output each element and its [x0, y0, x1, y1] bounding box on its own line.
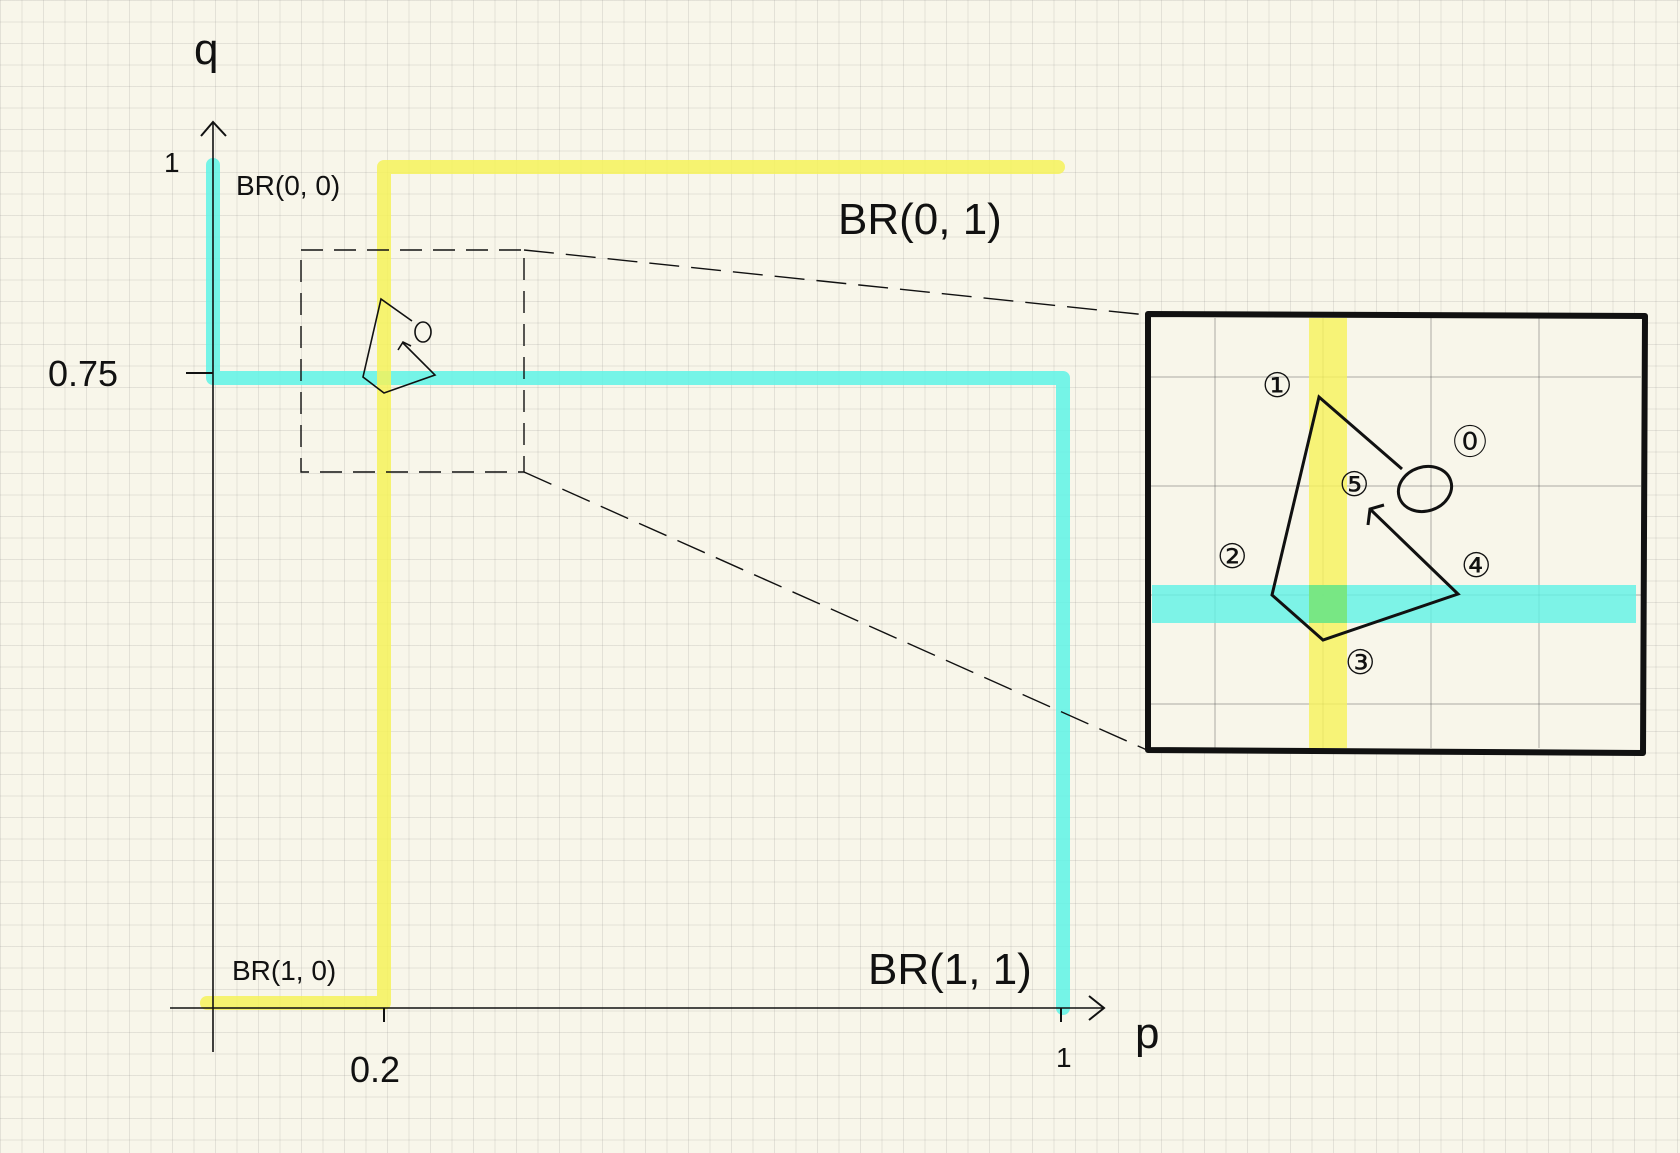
zoom-connector-bottom [523, 471, 1148, 751]
zoom-trajectory [1270, 394, 1461, 642]
small-trajectory-arrowhead [397, 340, 412, 351]
cyan-best-response-line [206, 158, 1070, 1015]
region-label-br00: BR(0, 0) [236, 170, 340, 201]
zoom-start-ellipse [1396, 464, 1454, 514]
small-start-ellipse [414, 321, 432, 343]
zoom-inset-frame [1145, 311, 1648, 756]
marker-0: ⓪ [1453, 423, 1487, 463]
x-tick-label-1: 1 [1056, 1042, 1072, 1073]
x-axis-arrow [1088, 995, 1106, 1021]
marker-2: ② [1217, 537, 1247, 577]
y-tick-label-075: 0.75 [48, 353, 118, 394]
region-label-br10: BR(1, 0) [232, 955, 336, 986]
y-axis-label: q [194, 25, 218, 74]
zoom-connector-top [523, 249, 1148, 316]
zoom-trajectory-path [1270, 394, 1461, 642]
zoom-overlap-patch [1309, 585, 1347, 623]
small-trajectory-path [362, 297, 437, 394]
marker-1: ① [1262, 366, 1292, 406]
zoom-source-box [300, 249, 525, 473]
small-trajectory [362, 297, 437, 394]
region-label-br01: BR(0, 1) [838, 195, 1002, 244]
y-axis-arrow [200, 120, 227, 137]
region-label-br11: BR(1, 1) [868, 945, 1032, 994]
x-tick-label-02: 0.2 [350, 1049, 400, 1090]
zoom-yellow-band [1309, 318, 1347, 748]
marker-3: ③ [1345, 643, 1375, 683]
marker-4: ④ [1461, 546, 1491, 586]
zoom-trajectory-arrowhead [1366, 503, 1385, 526]
marker-5: ⑤ [1339, 465, 1369, 505]
y-tick-label-1: 1 [164, 147, 180, 178]
yellow-best-response-line [200, 160, 1065, 1010]
zoom-inset: ⓪ ① ② ③ ④ ⑤ [1145, 311, 1648, 756]
x-axis-label: p [1135, 1009, 1159, 1058]
